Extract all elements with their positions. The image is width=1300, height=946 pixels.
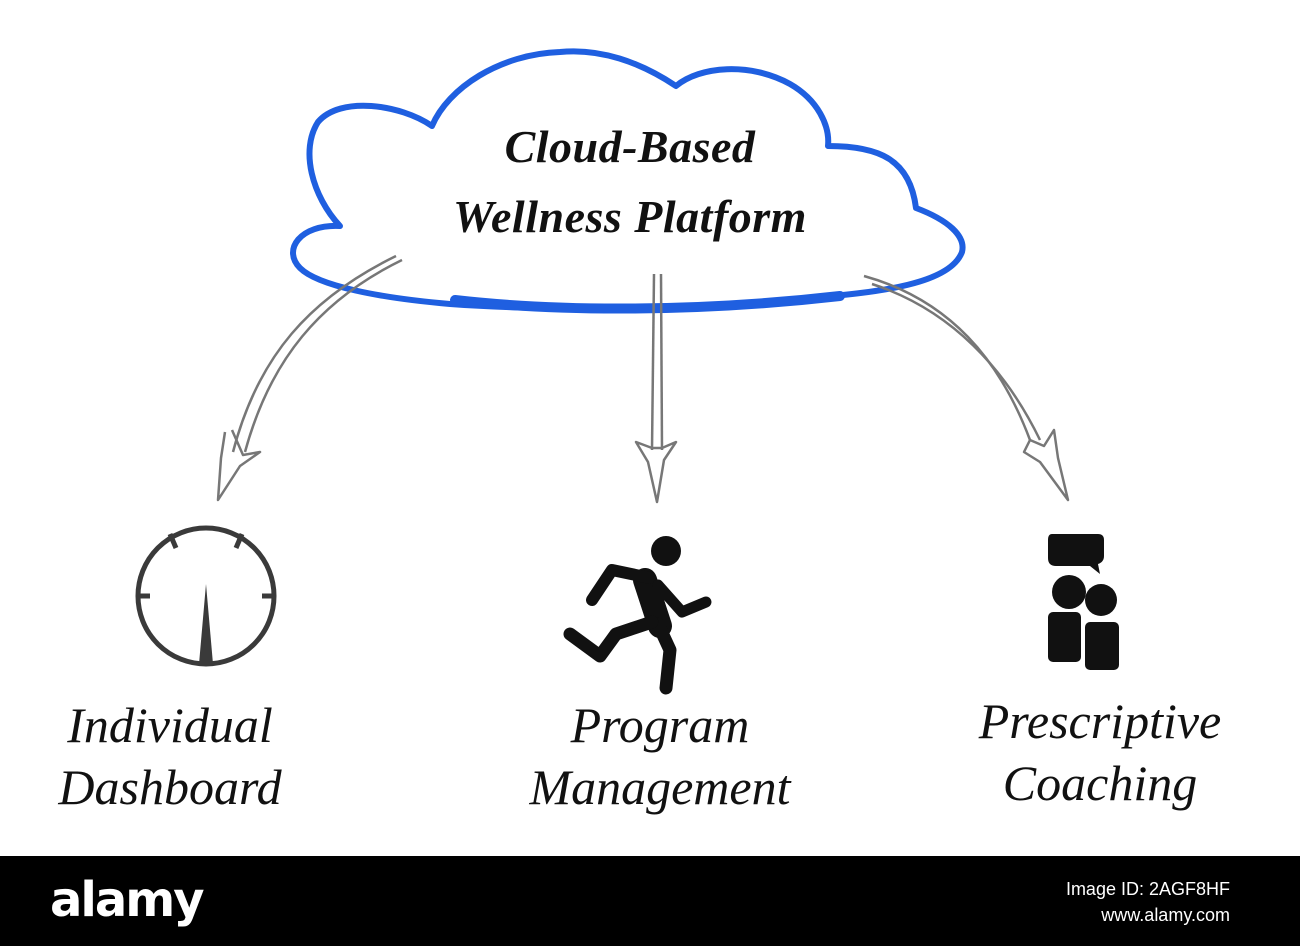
arrow-to-dashboard	[216, 254, 403, 502]
node-label-line1: Prescriptive	[978, 693, 1222, 749]
root-title-line2: Wellness Platform	[453, 191, 807, 242]
diagram: Cloud-Based Wellness Platform Individual…	[20, 48, 1260, 818]
node-label-program: Program Management	[480, 694, 840, 818]
site-url-text: www.alamy.com	[1101, 905, 1230, 925]
cloud-outline-highlight	[450, 291, 845, 314]
node-label-line1: Individual	[67, 697, 273, 753]
node-label-line2: Dashboard	[58, 759, 282, 815]
arrow-to-coaching	[863, 274, 1070, 502]
node-label-coaching: Prescriptive Coaching	[940, 690, 1260, 814]
node-label-line2: Management	[529, 759, 791, 815]
cloud-shape	[290, 48, 966, 314]
watermark-footer: alamy Image ID: 2AGF8HF www.alamy.com	[0, 856, 1300, 946]
image-id-text: Image ID: 2AGF8HF	[1065, 879, 1230, 899]
root-title-line1: Cloud-Based	[504, 121, 756, 172]
gauge-icon	[135, 525, 277, 667]
alamy-logo: alamy	[50, 872, 205, 928]
node-label-dashboard: Individual Dashboard	[20, 694, 320, 818]
coaching-people-chat-icon	[1048, 534, 1119, 670]
node-label-line2: Coaching	[1002, 755, 1198, 811]
connector-arrows	[216, 254, 1070, 504]
diagram-graphics	[135, 48, 1119, 695]
root-node-title: Cloud-Based Wellness Platform	[330, 112, 930, 252]
running-person-icon	[563, 536, 712, 695]
node-label-line1: Program	[570, 697, 750, 753]
arrow-to-program	[634, 273, 678, 504]
